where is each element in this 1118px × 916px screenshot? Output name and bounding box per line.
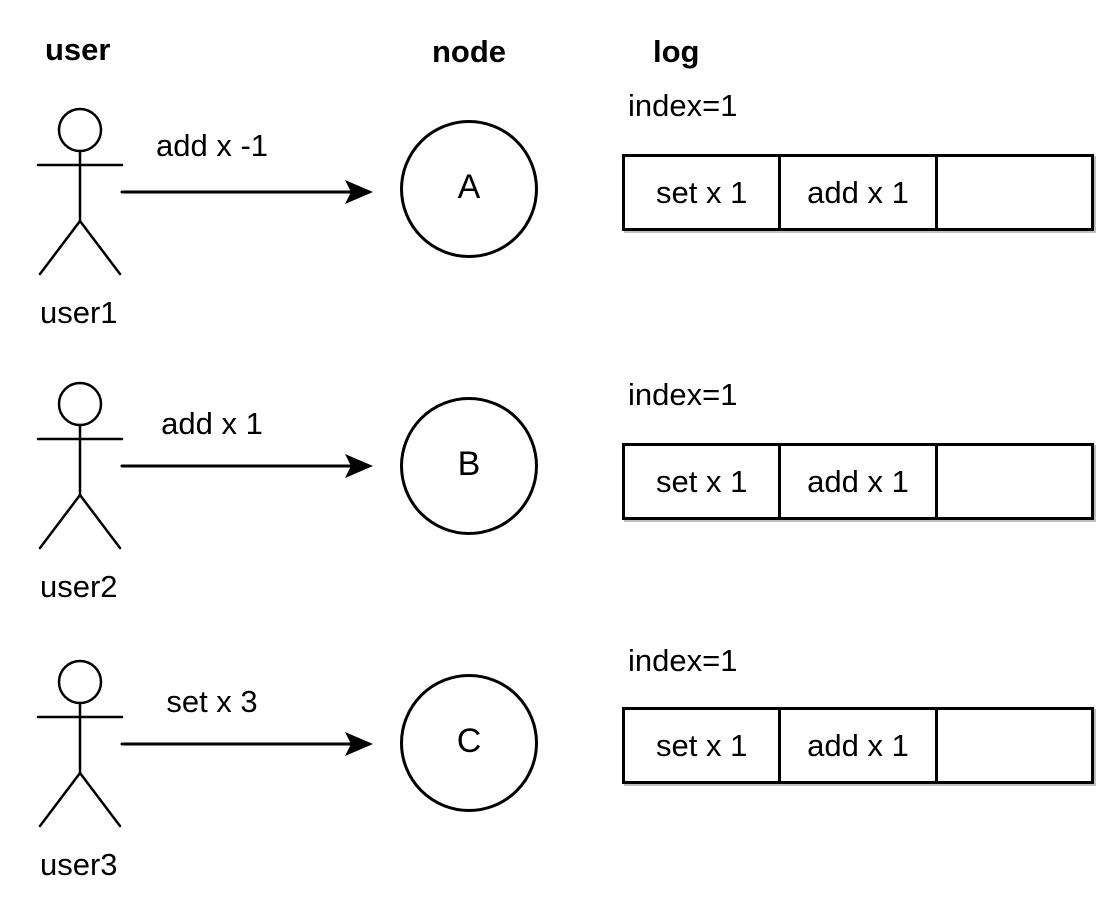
log-cell: add x 1 xyxy=(778,710,938,781)
index-label: index=1 xyxy=(628,377,738,412)
node-circle: C xyxy=(400,674,538,812)
message-label: add x 1 xyxy=(161,406,263,441)
message-arrow-icon xyxy=(120,454,373,478)
column-header-log: log xyxy=(653,34,700,69)
node-circle: B xyxy=(400,397,538,535)
message-arrow-icon xyxy=(120,732,373,756)
message-label: add x -1 xyxy=(155,128,269,163)
stick-figure-icon xyxy=(36,107,124,276)
message-arrow-icon xyxy=(120,180,373,204)
log-table: set x 1 add x 1 xyxy=(622,707,1094,784)
log-cell: set x 1 xyxy=(656,463,748,499)
log-cell: add x 1 xyxy=(778,157,938,228)
stick-figure-icon xyxy=(36,659,124,828)
user-label: user1 xyxy=(40,295,118,330)
message-label: set x 3 xyxy=(166,684,258,719)
user-label: user2 xyxy=(40,569,118,604)
column-header-node: node xyxy=(432,34,507,69)
index-label: index=1 xyxy=(628,643,738,678)
index-label: index=1 xyxy=(628,88,738,123)
stick-figure-icon xyxy=(36,381,124,550)
log-cell-empty xyxy=(938,710,1091,781)
node-letter: B xyxy=(457,445,481,483)
node-letter: A xyxy=(457,168,481,206)
log-cell-empty xyxy=(938,157,1091,228)
log-cell: set x 1 xyxy=(656,727,748,763)
node-circle: A xyxy=(400,120,538,258)
log-table: set x 1 add x 1 xyxy=(622,443,1094,520)
column-header-user: user xyxy=(45,32,111,67)
log-cell-empty xyxy=(938,446,1091,517)
log-table: set x 1 add x 1 xyxy=(622,154,1094,231)
log-cell: set x 1 xyxy=(656,174,748,210)
node-letter: C xyxy=(456,722,482,760)
user-label: user3 xyxy=(40,847,118,882)
log-cell: add x 1 xyxy=(778,446,938,517)
